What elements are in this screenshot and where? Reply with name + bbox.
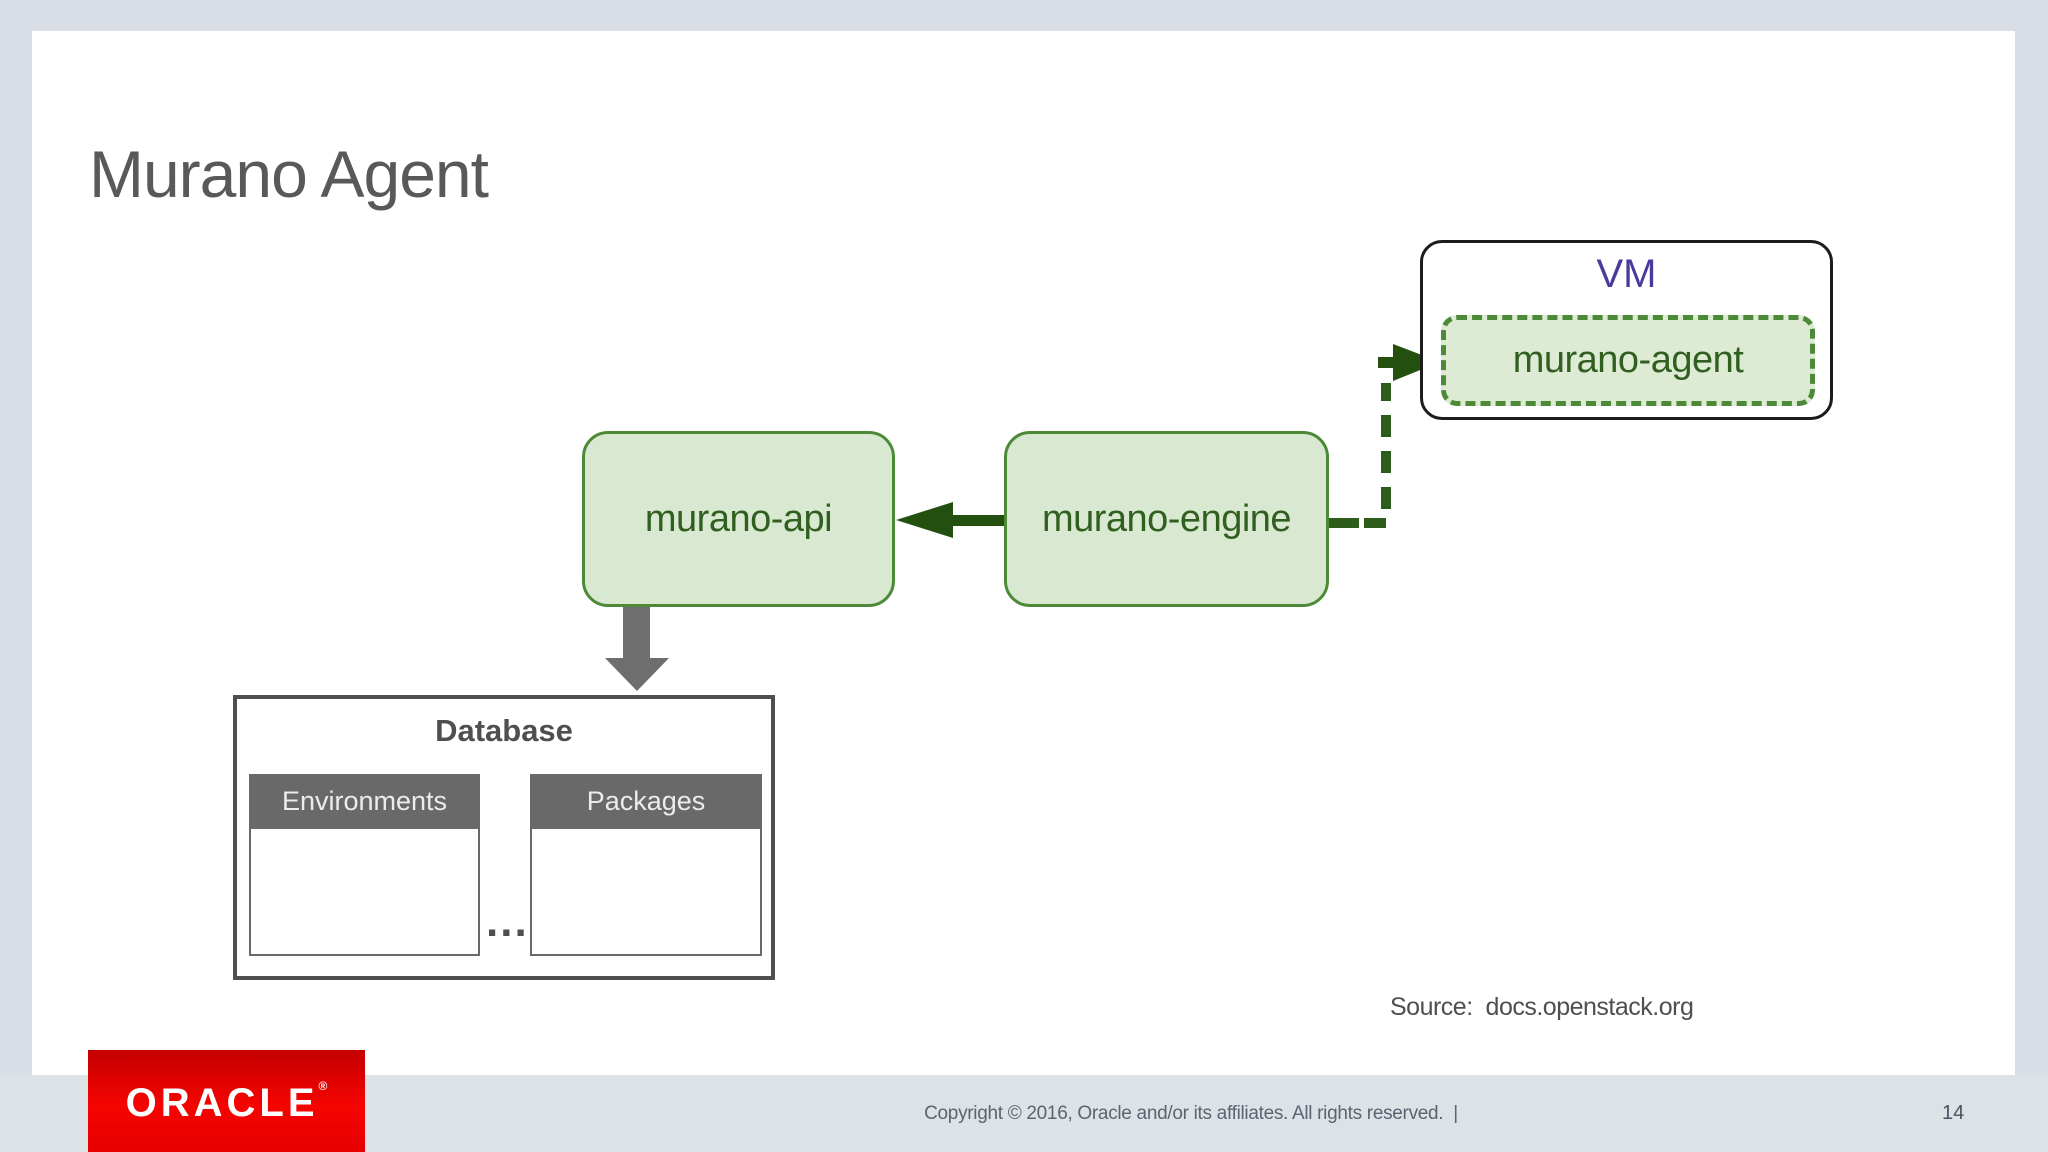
murano-engine-label: murano-engine <box>1041 497 1292 540</box>
copyright-text: Copyright © 2016, Oracle and/or its affi… <box>924 1103 1458 1124</box>
environments-table: Environments <box>249 774 480 956</box>
oracle-logo-text: ORACLE® <box>126 1080 328 1123</box>
oracle-wordmark: ORACLE <box>125 1080 319 1125</box>
environments-table-header: Environments <box>249 774 480 829</box>
database-ellipsis: ... <box>486 897 529 946</box>
murano-api-box: murano-api <box>582 431 895 607</box>
source-attribution: Source: docs.openstack.org <box>1390 993 1694 1021</box>
packages-table: Packages <box>530 774 762 956</box>
slide-title: Murano Agent <box>89 137 489 211</box>
packages-table-header: Packages <box>530 774 762 829</box>
registered-mark: ® <box>318 1078 328 1093</box>
environments-table-body <box>249 829 480 956</box>
murano-engine-box: murano-engine <box>1004 431 1329 607</box>
murano-api-label: murano-api <box>644 497 833 540</box>
oracle-logo: ORACLE® <box>88 1050 365 1152</box>
database-label: Database <box>435 713 573 748</box>
packages-table-body <box>530 829 762 956</box>
murano-agent-label: murano-agent <box>1512 339 1744 381</box>
page-number: 14 <box>1942 1102 1965 1124</box>
murano-agent-box: murano-agent <box>1441 315 1815 406</box>
vm-label: VM <box>1596 252 1657 296</box>
